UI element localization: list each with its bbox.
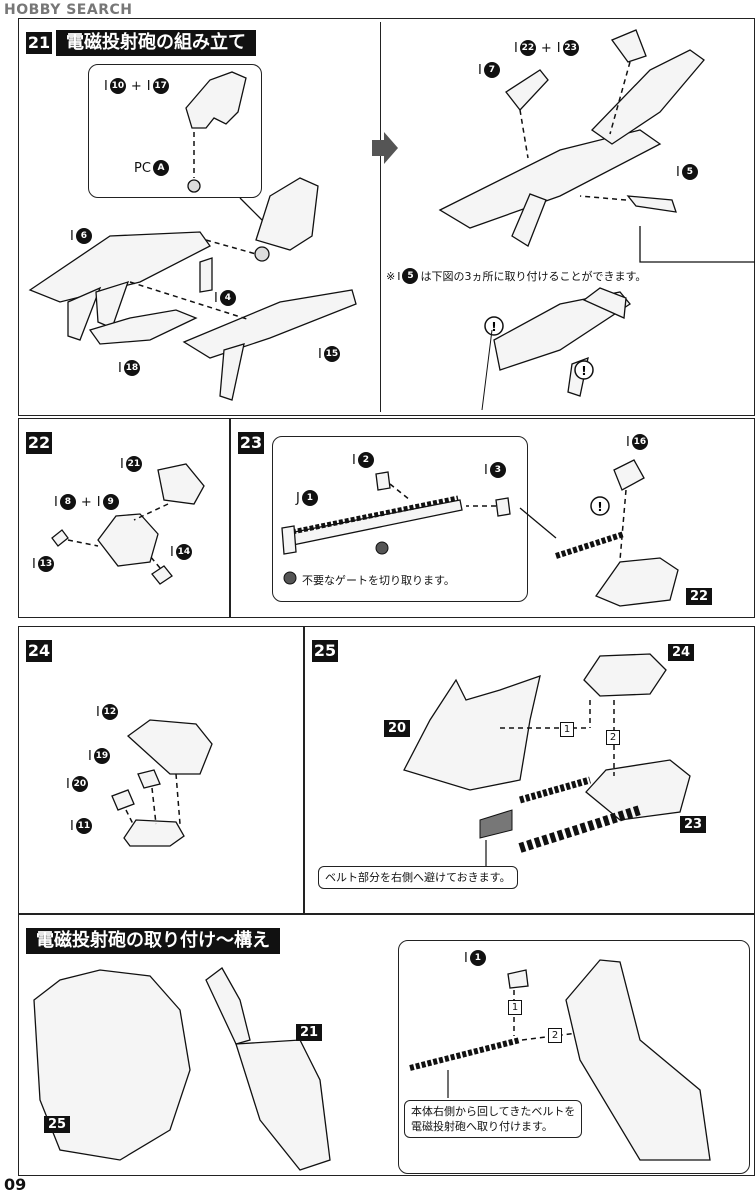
ref-23-tag: 23 xyxy=(680,816,707,833)
step-23-number: 23 xyxy=(238,432,264,454)
part-21-badge: 21 xyxy=(125,456,142,472)
part-9-badge: 9 xyxy=(102,494,119,510)
callout-parts-label: I 10 + I 17 xyxy=(104,78,169,94)
plus-sign: + xyxy=(130,78,142,94)
sequence-2-box: 2 xyxy=(606,730,620,745)
plus-sign: + xyxy=(540,40,552,56)
final-part-1-badge: 1 xyxy=(469,950,486,966)
page-number: 09 xyxy=(4,1175,27,1194)
part-17-badge: 17 xyxy=(152,78,169,94)
part-20-badge: 20 xyxy=(71,776,88,792)
ref-21-tag: 21 xyxy=(296,1024,323,1041)
pc-a-label: PC A xyxy=(134,160,169,176)
part-5-badge: 5 xyxy=(681,164,698,180)
step-24-number: 24 xyxy=(26,640,52,662)
gate-note: 不要なゲートを切り取ります。 xyxy=(302,574,455,587)
step-21-note: ※I 5 は下図の3ヵ所に取り付けることができます。 xyxy=(386,268,647,284)
hand-part xyxy=(185,71,247,129)
sequence-1-box: 1 xyxy=(560,722,574,737)
part-4-badge: 4 xyxy=(219,290,236,306)
part-12-badge: 12 xyxy=(101,704,118,720)
belt-note: ベルト部分を右側へ避けておきます。 xyxy=(318,866,518,889)
part-23-badge: 23 xyxy=(562,40,579,56)
ref-20-tag: 20 xyxy=(384,720,411,737)
note-mark: ※ xyxy=(386,269,396,283)
plus-sign: + xyxy=(80,494,92,510)
step-25-number: 25 xyxy=(312,640,338,662)
part-2-badge: 2 xyxy=(357,452,374,468)
final-note: 本体右側から回してきたベルトを 電磁投射砲へ取り付けます。 xyxy=(404,1100,583,1138)
svg-text:!: ! xyxy=(597,500,602,514)
ref-25-tag: 25 xyxy=(44,1116,71,1133)
part-marker-icon: I xyxy=(146,78,151,94)
part-15-badge: 15 xyxy=(323,346,340,362)
ref-24-tag: 24 xyxy=(668,644,695,661)
part-19-badge: 19 xyxy=(93,748,110,764)
note-part-badge: 5 xyxy=(402,268,419,284)
part-8-badge: 8 xyxy=(59,494,76,510)
pc-text: PC xyxy=(134,160,151,176)
svg-text:!: ! xyxy=(491,320,496,334)
part-marker-icon: I xyxy=(104,78,108,94)
part-6-badge: 6 xyxy=(75,228,92,244)
pc-a-badge: A xyxy=(152,160,169,176)
svg-text:!: ! xyxy=(581,364,586,378)
part-14-badge: 14 xyxy=(175,544,192,560)
part-13-badge: 13 xyxy=(37,556,54,572)
final-note-line-1: 本体右側から回してきたベルトを xyxy=(411,1105,576,1118)
ref-22-tag: 22 xyxy=(686,588,713,605)
step-24-panel xyxy=(18,626,304,914)
watermark: HOBBY SEARCH xyxy=(4,2,133,18)
step-divider-vertical xyxy=(380,22,381,412)
final-sequence-2-box: 2 xyxy=(548,1028,562,1043)
part-18-badge: 18 xyxy=(123,360,140,376)
part-11-badge: 11 xyxy=(75,818,92,834)
part-3-badge: 3 xyxy=(489,462,506,478)
j-text: J xyxy=(296,490,300,506)
part-22-badge: 22 xyxy=(519,40,536,56)
final-sequence-1-box: 1 xyxy=(508,1000,522,1015)
part-1-badge: 1 xyxy=(301,490,318,506)
part-10-badge: 10 xyxy=(109,78,126,94)
step-22-number: 22 xyxy=(26,432,52,454)
step-21-number: 21 xyxy=(26,32,52,54)
note-text: は下図の3ヵ所に取り付けることができます。 xyxy=(420,270,647,283)
final-title: 電磁投射砲の取り付け〜構え xyxy=(26,928,280,954)
part-7-badge: 7 xyxy=(483,62,500,78)
final-note-line-2: 電磁投射砲へ取り付けます。 xyxy=(411,1120,553,1133)
step-21-title: 電磁投射砲の組み立て xyxy=(56,30,256,56)
final-detail-callout xyxy=(398,940,750,1174)
part-16-badge: 16 xyxy=(631,434,648,450)
